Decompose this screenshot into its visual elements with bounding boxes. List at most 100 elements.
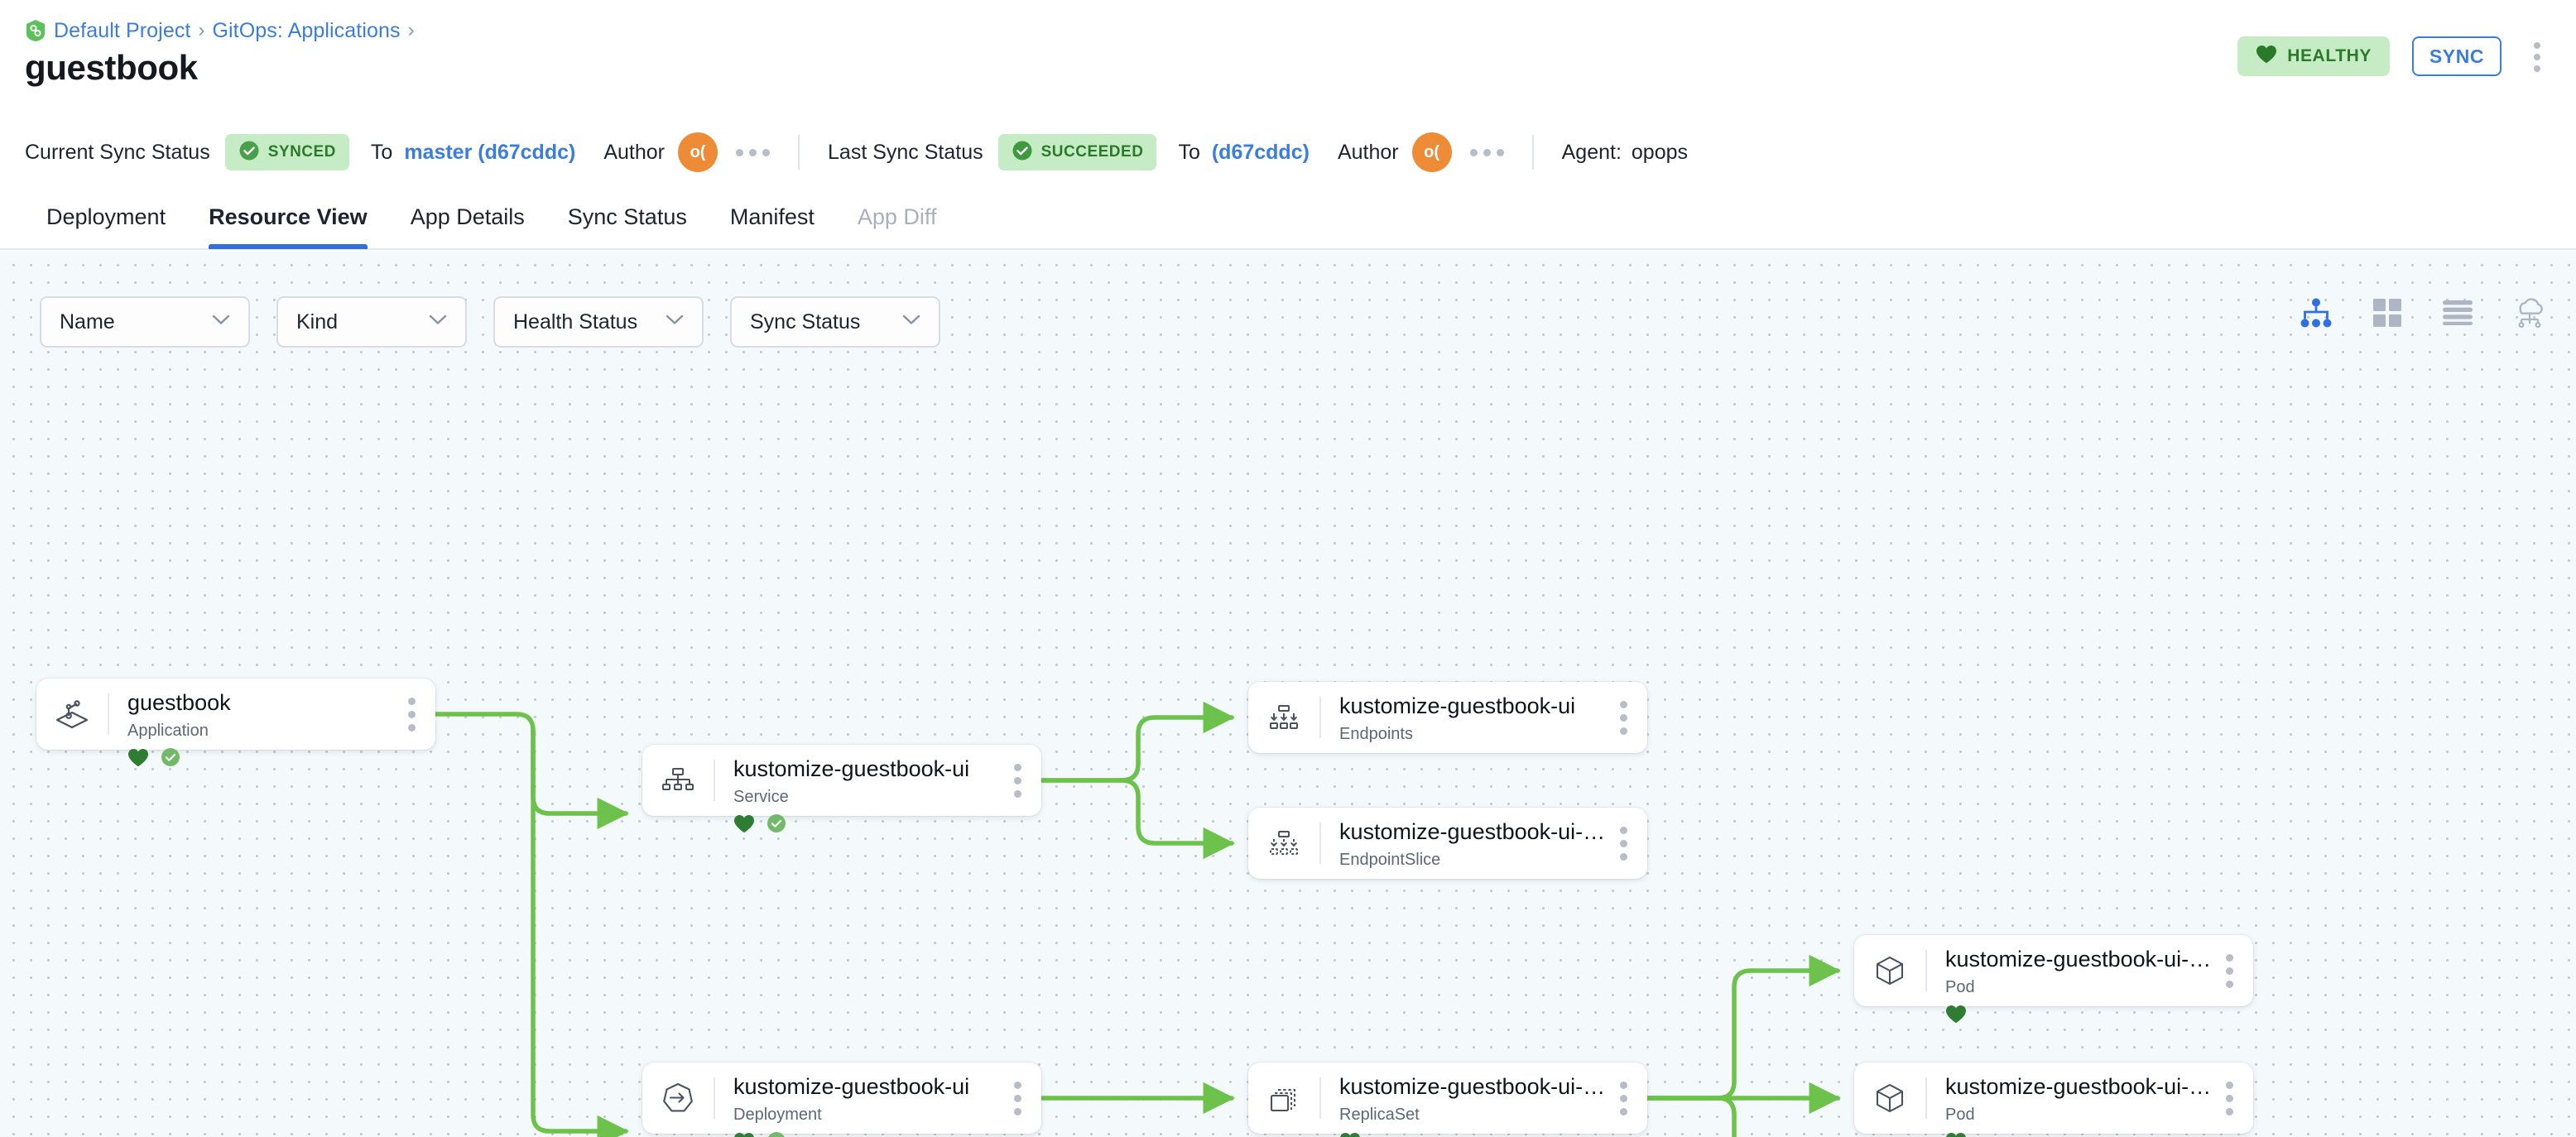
node-divider	[714, 1077, 715, 1119]
network-view-icon[interactable]	[2513, 298, 2546, 332]
breadcrumb-item-project[interactable]: Default Project	[54, 18, 191, 42]
heart-icon	[733, 814, 755, 837]
node-deployment[interactable]: kustomize-guestbook-ui Deployment	[642, 1063, 1041, 1137]
node-kebab-icon[interactable]	[387, 679, 435, 750]
node-divider	[1925, 950, 1927, 991]
node-kind: Deployment	[733, 1105, 822, 1124]
filter-sync-status-label: Sync Status	[750, 309, 861, 333]
resource-tree: guestbook Application	[0, 252, 2576, 1137]
node-kebab-icon[interactable]	[993, 745, 1041, 816]
list-view-icon[interactable]	[2442, 300, 2473, 330]
current-sync-status-label: Current Sync Status	[25, 140, 210, 164]
check-circle-icon	[238, 140, 260, 166]
tab-sync-status[interactable]: Sync Status	[567, 204, 687, 229]
filter-kind-label: Kind	[296, 309, 339, 333]
filter-kind[interactable]: Kind	[276, 296, 467, 348]
view-mode-toggle	[2300, 298, 2546, 332]
argo-logo-icon	[25, 19, 46, 42]
node-endpoints[interactable]: kustomize-guestbook-ui Endpoints	[1248, 682, 1647, 753]
tab-deployment[interactable]: Deployment	[46, 204, 166, 229]
node-kebab-icon[interactable]	[993, 1063, 1041, 1134]
status-badge-health: HEALTHY	[2237, 36, 2390, 76]
current-sync-status-chip: SYNCED	[224, 134, 349, 170]
node-status-icons	[1945, 1131, 2253, 1137]
node-body: kustomize-guestbook-ui Endpoints	[1321, 682, 1647, 753]
node-service[interactable]: kustomize-guestbook-ui Service	[642, 745, 1041, 833]
sync-check-icon	[767, 813, 786, 837]
node-replicaset[interactable]: kustomize-guestbook-ui-… ReplicaSet	[1248, 1063, 1647, 1137]
node-kind: Endpoints	[1339, 724, 1413, 743]
node-body: kustomize-guestbook-ui-… Pod	[1927, 935, 2253, 1024]
heart-icon	[1945, 1132, 1967, 1137]
last-revision-link[interactable]: (d67cddc)	[1211, 140, 1310, 164]
node-kebab-icon[interactable]	[2205, 935, 2253, 1006]
sync-check-icon	[767, 1131, 786, 1137]
node-pod-1[interactable]: kustomize-guestbook-ui-… Pod	[1854, 935, 2253, 1024]
node-kind: EndpointSlice	[1339, 850, 1441, 869]
node-kind: Application	[127, 721, 209, 740]
last-author-label: Author	[1337, 140, 1399, 164]
node-endpointslice[interactable]: kustomize-guestbook-ui-… EndpointSlice	[1248, 808, 1647, 879]
tab-app-details[interactable]: App Details	[410, 204, 525, 229]
filter-sync-status[interactable]: Sync Status	[730, 296, 940, 348]
last-sync-status-chip: SUCCEEDED	[997, 134, 1157, 170]
chevron-down-icon-2	[429, 314, 447, 329]
node-body: kustomize-guestbook-ui-… Pod	[1927, 1063, 2253, 1137]
current-author-label: Author	[603, 140, 666, 164]
filter-health-status[interactable]: Health Status	[493, 296, 704, 348]
node-kebab-icon[interactable]	[1599, 682, 1647, 753]
node-body: kustomize-guestbook-ui Deployment	[715, 1063, 1041, 1137]
breadcrumb-separator-2: ›	[407, 19, 415, 41]
node-divider	[1319, 823, 1321, 864]
avatar-2[interactable]: o(	[1411, 132, 1452, 172]
node-divider	[714, 760, 715, 801]
current-more-icon[interactable]	[736, 148, 771, 156]
last-more-icon[interactable]	[1469, 148, 1504, 156]
chevron-down-icon	[212, 314, 230, 329]
tab-bar: Deployment Resource View App Details Syn…	[0, 185, 2576, 250]
health-badge-label: HEALTHY	[2287, 46, 2372, 65]
kebab-menu-icon[interactable]	[2525, 40, 2550, 74]
node-kind: ReplicaSet	[1339, 1105, 1420, 1124]
node-kebab-icon[interactable]	[1599, 1063, 1647, 1134]
grid-view-icon[interactable]	[2372, 298, 2402, 332]
chevron-down-icon-3	[666, 314, 684, 329]
breadcrumb: Default Project › GitOps: Applications ›	[25, 18, 415, 43]
avatar[interactable]: o(	[678, 132, 718, 172]
node-kebab-icon[interactable]	[2205, 1063, 2253, 1134]
node-pod-2[interactable]: kustomize-guestbook-ui-… Pod	[1854, 1063, 2253, 1137]
heart-icon	[1339, 1132, 1361, 1137]
check-circle-icon-2	[1012, 140, 1033, 166]
filter-bar: Name Kind Health Status Sync Status	[40, 296, 940, 348]
sync-button[interactable]: SYNC	[2412, 36, 2502, 76]
node-divider	[1319, 1077, 1321, 1119]
breadcrumb-item-applications[interactable]: GitOps: Applications	[212, 18, 401, 42]
node-application-guestbook[interactable]: guestbook Application	[36, 679, 435, 767]
tab-resource-view[interactable]: Resource View	[187, 185, 389, 249]
node-body: kustomize-guestbook-ui Service	[715, 745, 1041, 833]
node-body: guestbook Application	[109, 679, 435, 767]
node-body: kustomize-guestbook-ui-… ReplicaSet	[1321, 1063, 1647, 1137]
deployment-icon	[642, 1063, 714, 1134]
current-to-label: To	[370, 140, 393, 164]
node-status-icons	[733, 813, 1041, 838]
node-kebab-icon[interactable]	[1599, 808, 1647, 879]
node-status-icons	[733, 1131, 1041, 1137]
tab-manifest[interactable]: Manifest	[729, 204, 815, 229]
divider	[798, 135, 800, 170]
resource-graph-canvas[interactable]: Name Kind Health Status Sync Status	[0, 252, 2576, 1137]
sync-check-icon	[161, 747, 180, 771]
tree-view-icon[interactable]	[2300, 298, 2333, 332]
agent-info: Agent:opops	[1562, 141, 1688, 165]
tab-app-diff: App Diff	[857, 204, 937, 229]
filter-name[interactable]: Name	[40, 296, 250, 348]
chevron-down-icon-4	[902, 314, 920, 329]
pod-icon	[1854, 935, 1925, 1006]
node-body: kustomize-guestbook-ui-… EndpointSlice	[1321, 808, 1647, 879]
heart-icon	[127, 748, 149, 771]
current-revision-link[interactable]: master (d67cddc)	[404, 140, 576, 164]
application-icon	[36, 679, 108, 750]
service-icon	[642, 745, 714, 816]
heart-icon	[1945, 1005, 1967, 1028]
